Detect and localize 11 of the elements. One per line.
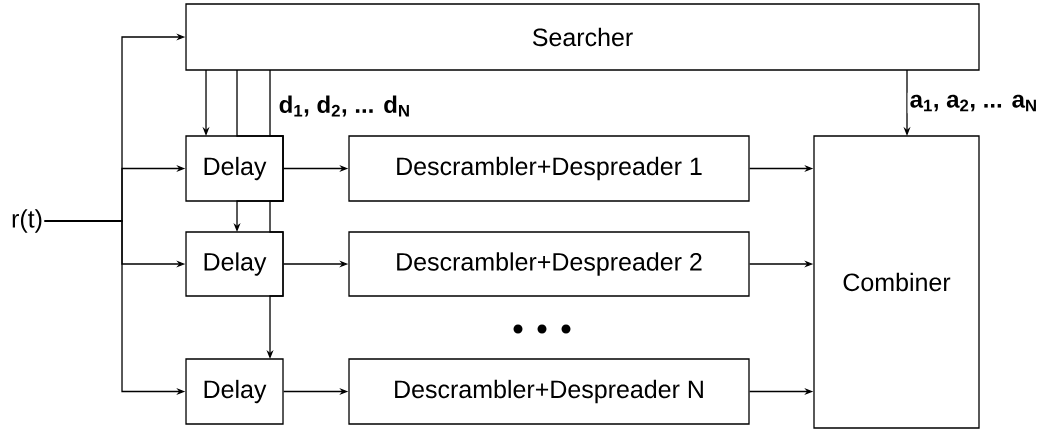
- despreader-box: Descrambler+Despreader 1: [348, 135, 750, 202]
- combiner-box: Combiner: [813, 135, 980, 429]
- despreader-box: Descrambler+Despreader N: [348, 358, 750, 425]
- despreader-box: Descrambler+Despreader 2: [348, 231, 750, 297]
- delay-box: Delay: [185, 358, 284, 425]
- searcher-box: Searcher: [185, 3, 980, 71]
- delay-box: Delay: [185, 231, 284, 297]
- delay-box: Delay: [185, 135, 284, 202]
- signal-label: r(t): [12, 209, 42, 233]
- edge-label: a$_{1}$, a$_{2}$, ... a$_{N}$: [910, 94, 1036, 112]
- delay-label: d$_{1}$, d$_{2}$, ... d$_{N}$: [279, 95, 409, 117]
